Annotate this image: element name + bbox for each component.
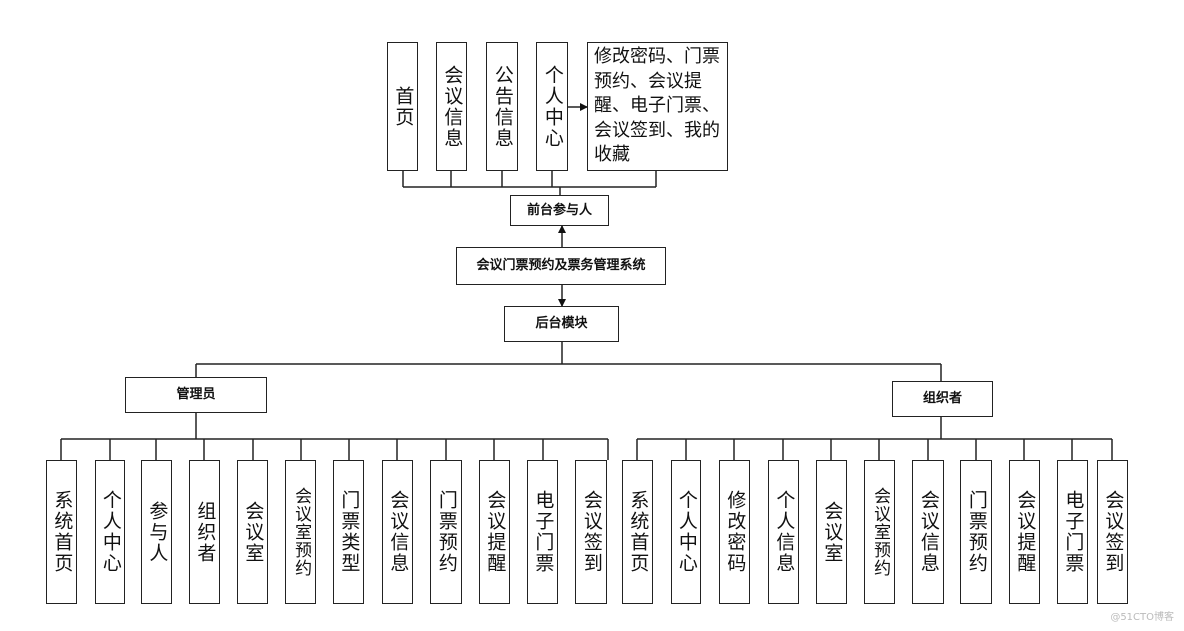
node-backend: 后台模块	[504, 306, 619, 342]
node-front-detail-label: 修改密码、门票预约、会议提醒、电子门票、会议签到、我的收藏	[594, 46, 720, 166]
node-front-root-label: 前台参与人	[526, 202, 592, 218]
node-admin-label: 管理员	[176, 387, 216, 403]
node-system: 会议门票预约及票务管理系统	[456, 247, 666, 285]
node-front-home-label: 首页	[392, 85, 415, 128]
node-admin-module-label: 门票预约	[435, 490, 458, 574]
node-organizer-module-label: 系统首页	[627, 490, 650, 574]
node-organizer-module: 系统首页	[622, 460, 653, 604]
node-organizer-module-label: 门票预约	[965, 490, 988, 574]
node-organizer-module-label: 修改密码	[724, 490, 747, 574]
node-front-personal-center: 个人中心	[536, 42, 568, 171]
node-organizer-module: 会议提醒	[1009, 460, 1040, 604]
node-backend-label: 后台模块	[535, 316, 588, 332]
node-admin-module: 会议提醒	[479, 460, 510, 604]
node-admin-module: 组织者	[189, 460, 220, 604]
node-front-notice-info: 公告信息	[486, 42, 518, 171]
node-admin-module-label: 参与人	[146, 500, 169, 564]
node-organizer-module-label: 会议签到	[1102, 490, 1125, 574]
node-organizer-module-label: 会议室预约	[870, 487, 891, 577]
node-organizer-module: 会议室	[816, 460, 847, 604]
node-admin-module-label: 会议信息	[387, 490, 410, 574]
node-admin-module: 会议签到	[575, 460, 607, 604]
node-admin-module-label: 会议室	[242, 500, 265, 564]
node-admin-module-label: 电子门票	[532, 490, 555, 574]
node-admin-module: 参与人	[141, 460, 172, 604]
node-organizer-module-label: 会议信息	[917, 490, 940, 574]
node-organizer-module-label: 电子门票	[1062, 490, 1085, 574]
node-admin-module: 电子门票	[527, 460, 558, 604]
node-admin-module: 个人中心	[95, 460, 125, 604]
node-admin-module-label: 系统首页	[51, 490, 74, 574]
node-front-meeting-info: 会议信息	[436, 42, 467, 171]
node-admin-module-label: 门票类型	[338, 490, 361, 574]
node-organizer-module: 修改密码	[719, 460, 750, 604]
node-admin-module: 会议室预约	[285, 460, 316, 604]
node-admin-module: 会议室	[237, 460, 268, 604]
node-admin-module-label: 组织者	[194, 500, 217, 564]
node-admin-module-label: 会议签到	[580, 490, 603, 574]
node-organizer-module: 个人信息	[768, 460, 799, 604]
node-organizer-module: 电子门票	[1057, 460, 1088, 604]
node-admin-module: 门票预约	[430, 460, 462, 604]
node-organizer-module: 个人中心	[671, 460, 701, 604]
node-organizer-module: 门票预约	[960, 460, 992, 604]
watermark: @51CTO博客	[1110, 612, 1174, 623]
node-admin-module: 门票类型	[333, 460, 364, 604]
node-admin-module-label: 会议提醒	[484, 490, 507, 574]
node-organizer: 组织者	[892, 381, 993, 417]
node-organizer-label: 组织者	[922, 391, 962, 407]
node-organizer-module-label: 个人信息	[773, 490, 796, 574]
node-admin-module-label: 个人中心	[99, 490, 122, 574]
node-system-label: 会议门票预约及票务管理系统	[476, 258, 646, 274]
node-admin-module: 会议信息	[382, 460, 413, 604]
node-front-personal-center-label: 个人中心	[541, 64, 564, 149]
node-admin-module-label: 会议室预约	[291, 487, 312, 577]
node-admin: 管理员	[125, 377, 267, 413]
node-organizer-module: 会议信息	[912, 460, 944, 604]
node-front-notice-info-label: 公告信息	[491, 64, 514, 149]
node-admin-module: 系统首页	[46, 460, 77, 604]
node-front-detail: 修改密码、门票预约、会议提醒、电子门票、会议签到、我的收藏	[587, 42, 728, 171]
node-organizer-module: 会议签到	[1097, 460, 1128, 604]
node-front-home: 首页	[387, 42, 418, 171]
node-organizer-module-label: 会议提醒	[1014, 490, 1037, 574]
node-front-meeting-info-label: 会议信息	[441, 64, 464, 149]
node-organizer-module-label: 会议室	[821, 500, 844, 564]
node-organizer-module: 会议室预约	[864, 460, 895, 604]
node-organizer-module-label: 个人中心	[675, 490, 698, 574]
node-front-root: 前台参与人	[510, 195, 609, 226]
